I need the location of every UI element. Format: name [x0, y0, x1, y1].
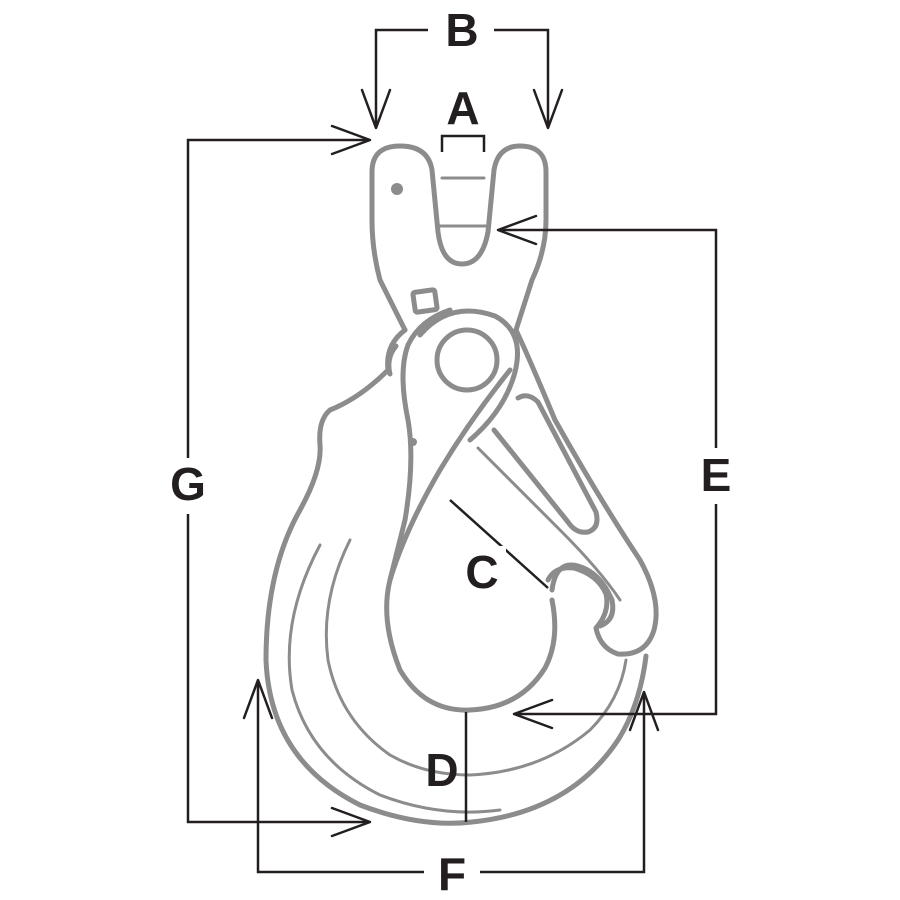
latch-slot [491, 393, 600, 535]
dimension-b-line [374, 28, 428, 128]
dimension-g: G [160, 124, 372, 838]
dimension-f-arrow-right [628, 690, 660, 732]
dimension-b-line-right [494, 28, 550, 128]
label-g-backdrop [160, 458, 216, 514]
hook-groove-inner [324, 538, 628, 777]
latch-pivot-bolt [434, 327, 500, 393]
dimension-b-arrow-right [532, 88, 564, 130]
dimension-f: F [242, 678, 660, 900]
label-f-backdrop [424, 848, 480, 896]
latch-tongue [513, 327, 659, 657]
dimension-a-bracket [440, 134, 486, 152]
label-e-backdrop [690, 448, 746, 504]
hook-groove-outer [287, 543, 502, 814]
clevis-hook-drawing [263, 143, 659, 826]
latch-spring-line [476, 446, 622, 602]
dimension-g-arrow-top [330, 124, 372, 156]
dimension-e-arrow-top [496, 214, 538, 246]
dimension-g-arrow-bottom [330, 806, 372, 838]
dimension-c: C [449, 499, 549, 598]
label-e: E [701, 449, 732, 501]
label-f: F [438, 848, 466, 900]
label-g: G [170, 458, 206, 510]
dimension-b-arrow-left [360, 88, 392, 130]
hook-tip [549, 562, 616, 629]
dimension-a: A [440, 82, 486, 152]
latch-rivet [409, 438, 417, 446]
dimension-d: D [425, 712, 468, 822]
dimension-c-line [449, 499, 549, 589]
dimension-f-arrow-left [242, 678, 274, 720]
label-a: A [446, 82, 479, 134]
clevis-detail-square [410, 287, 440, 315]
label-d: D [425, 744, 458, 796]
hook-throat-inner [387, 367, 513, 583]
clevis-outline [369, 143, 549, 333]
dimension-e-arrow-bottom [512, 698, 554, 730]
latch-head [417, 308, 520, 443]
label-b: B [445, 4, 478, 56]
dimension-b: B [360, 4, 564, 130]
dimension-e: E [496, 214, 746, 730]
label-c-backdrop [460, 546, 506, 594]
latch-outline [384, 307, 558, 713]
hook-body-nub [386, 343, 399, 377]
label-c: C [465, 546, 498, 598]
clevis-pin-hole [391, 183, 403, 195]
hook-body-outline [263, 327, 649, 826]
